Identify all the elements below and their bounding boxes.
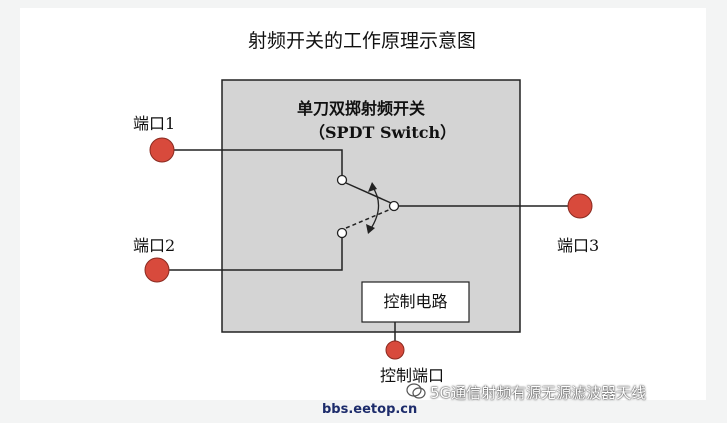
port2-wire: [158, 238, 343, 271]
port1-dot: [149, 137, 175, 163]
switch-subtitle: （SPDT Switch）: [309, 123, 457, 142]
throw-arrow-up: [368, 182, 377, 192]
port3-dot: [567, 193, 593, 219]
switch-blade: [345, 182, 392, 204]
control-port-dot: [385, 340, 405, 360]
upper-contact: [336, 174, 348, 186]
port3-label: 端口3: [557, 236, 600, 255]
switch-name: 单刀双掷射频开关: [297, 99, 426, 118]
control-circuit-label: 控制电路: [383, 292, 448, 311]
throw-arrow-down: [366, 224, 375, 234]
port1-wire: [164, 149, 343, 176]
wechat-icon: [406, 383, 426, 399]
port2-dot: [144, 257, 170, 283]
common-contact: [388, 200, 400, 212]
switch-blade-alt: [345, 208, 392, 229]
control-port-label: 控制端口: [380, 366, 445, 385]
lower-contact: [336, 227, 348, 239]
diagram-title: 射频开关的工作原理示意图: [248, 30, 477, 52]
watermark-text: 5G通信射频有源无源滤波器天线: [430, 384, 647, 402]
site-url: bbs.eetop.cn: [322, 402, 418, 417]
port1-label: 端口1: [133, 114, 176, 133]
control-circuit-box: [361, 281, 470, 323]
port2-label: 端口2: [133, 236, 176, 255]
